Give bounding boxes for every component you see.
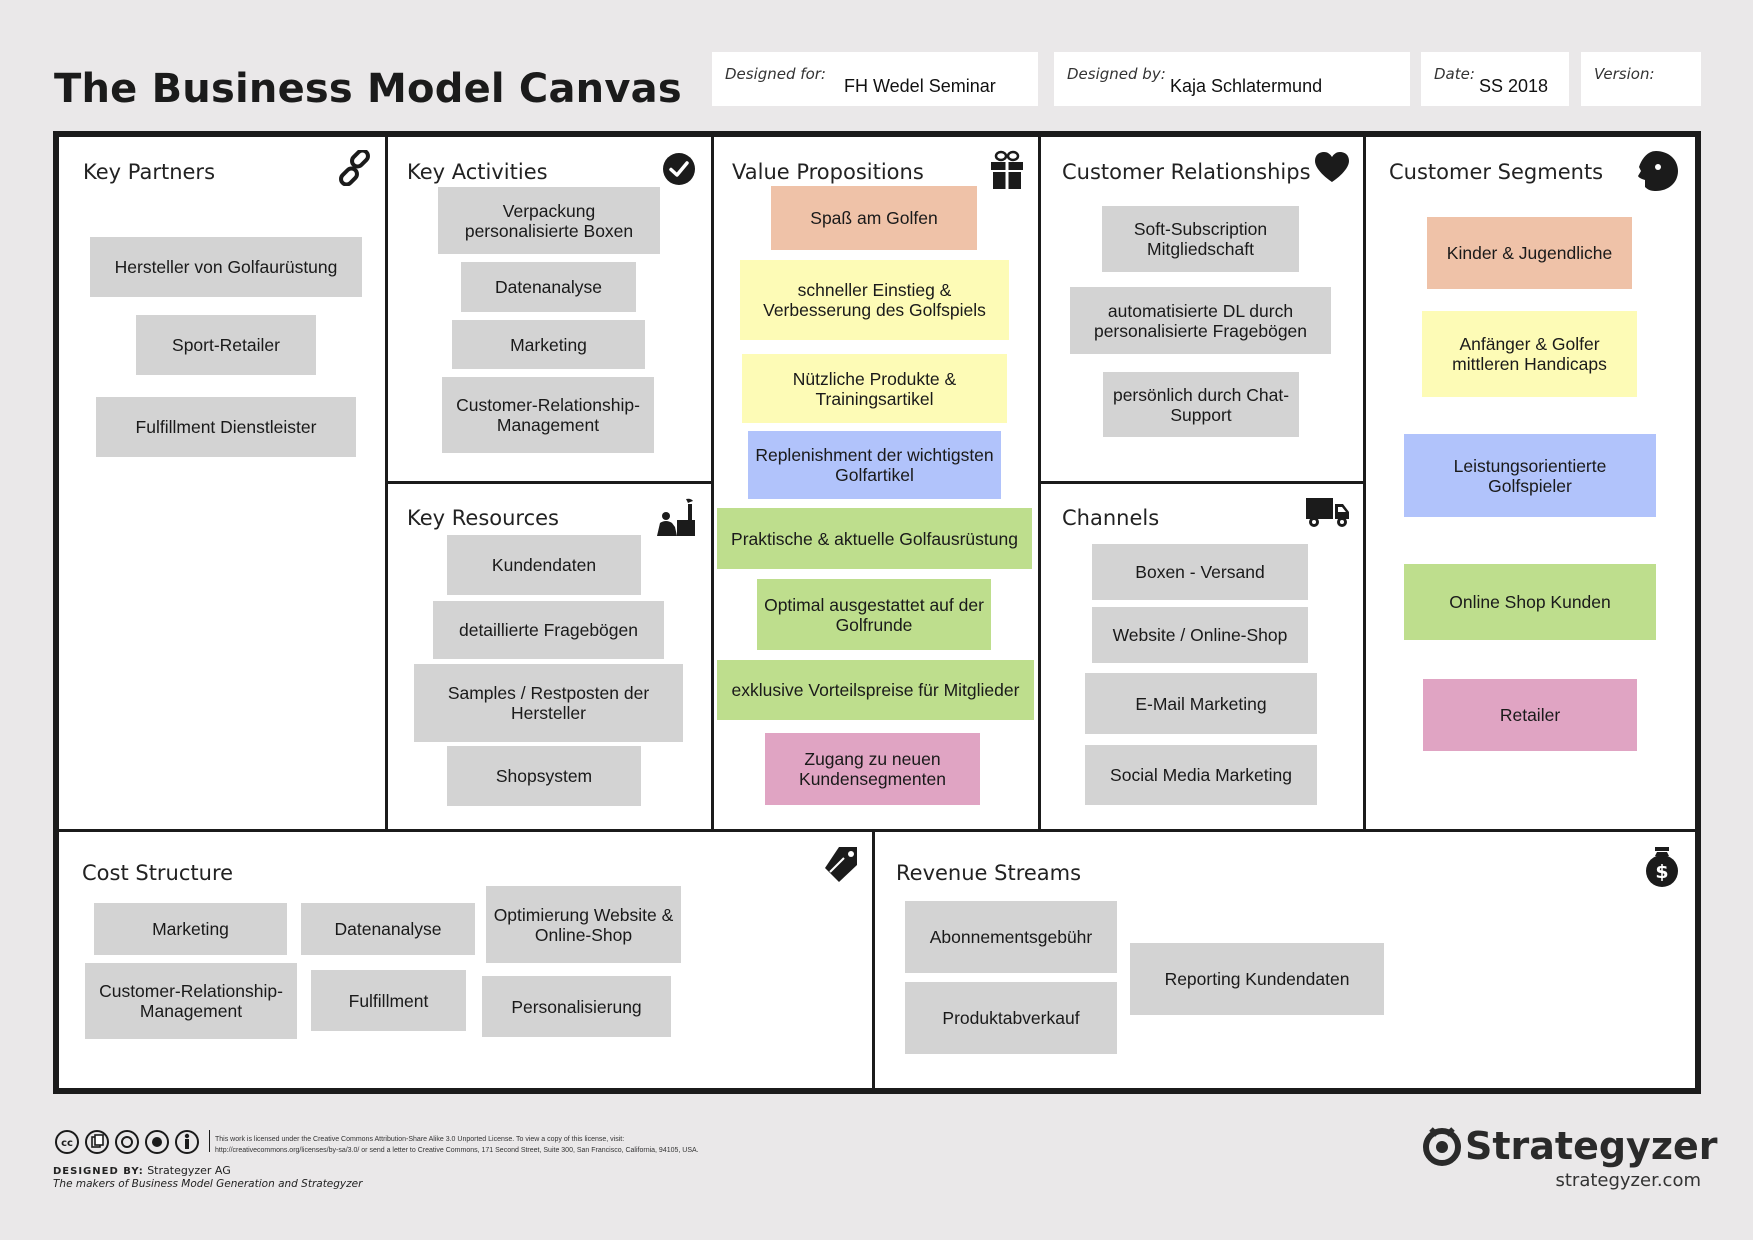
value-propositions-note-3: Nützliche Produkte & Trainingsartikel: [742, 354, 1007, 423]
key-activities-title: Key Activities: [407, 160, 548, 184]
key-resources-note-3: Samples / Restposten der Hersteller: [414, 664, 683, 742]
version-field[interactable]: Version:: [1581, 52, 1701, 106]
date-field[interactable]: Date: SS 2018: [1421, 52, 1569, 106]
strategyzer-logo[interactable]: Strategyzer: [1421, 1124, 1717, 1168]
key-activities-note-3: Marketing: [452, 320, 645, 369]
designed-by-field[interactable]: Designed by: Kaja Schlatermund: [1054, 52, 1410, 106]
key-activities-note-4: Customer-Relationship-Management: [442, 377, 654, 453]
price-tag-icon: [825, 847, 857, 882]
channels-note-4: Social Media Marketing: [1085, 745, 1317, 805]
key-resources-note-4: Shopsystem: [447, 746, 641, 806]
cost-structure-note-4: Customer-Relationship-Management: [85, 963, 297, 1039]
face-icon: [1638, 151, 1678, 191]
value-propositions-note-7: exklusive Vorteilspreise für Mitglieder: [717, 660, 1034, 720]
customer-segments-note-5: Retailer: [1423, 679, 1637, 751]
license-line-1: This work is licensed under the Creative…: [215, 1136, 625, 1143]
revenue-streams-note-1: Abonnementsgebühr: [905, 901, 1117, 973]
cost-structure-note-5: Fulfillment: [311, 970, 466, 1031]
key-resources-title: Key Resources: [407, 506, 559, 530]
customer-relationships-note-2: automatisierte DL durch personalisierte …: [1070, 287, 1331, 354]
value-propositions-note-6: Optimal ausgestattet auf der Golfrunde: [757, 579, 991, 650]
license-line-2: http://creativecommons.org/licenses/by-s…: [215, 1147, 699, 1154]
divider: [385, 481, 713, 484]
customer-relationships-note-3: persönlich durch Chat-Support: [1103, 372, 1299, 437]
key-partners-note-1: Hersteller von Golfaurüstung: [90, 237, 362, 297]
key-activities-note-2: Datenanalyse: [461, 262, 636, 312]
cost-structure-note-2: Datenanalyse: [301, 903, 475, 955]
customer-segments-note-3: Leistungsorientierte Golfspieler: [1404, 434, 1656, 517]
customer-relationships-note-1: Soft-Subscription Mitgliedschaft: [1102, 206, 1299, 272]
strategyzer-logo-text: Strategyzer: [1465, 1124, 1718, 1168]
date-value: SS 2018: [1479, 76, 1549, 96]
value-propositions-title: Value Propositions: [732, 160, 924, 184]
tagline: The makers of Business Model Generation …: [53, 1178, 363, 1190]
page-title: The Business Model Canvas: [54, 66, 682, 112]
key-partners-note-3: Fulfillment Dienstleister: [96, 397, 356, 457]
divider: [57, 829, 1697, 832]
key-partners-note-2: Sport-Retailer: [136, 315, 316, 375]
designed-by-label: Designed by:: [1067, 65, 1166, 83]
designed-by-credit-value: Strategyzer AG: [147, 1164, 231, 1177]
channels-note-2: Website / Online-Shop: [1092, 607, 1308, 663]
svg-text:$: $: [1655, 861, 1668, 883]
designed-by-credit: DESIGNED BY: Strategyzer AG: [53, 1164, 231, 1177]
revenue-streams-note-2: Produktabverkauf: [905, 982, 1117, 1054]
license-text: This work is licensed under the Creative…: [215, 1134, 815, 1156]
divider: [872, 830, 875, 1090]
customer-relationships-title: Customer Relationships: [1062, 160, 1311, 184]
gift-icon: [991, 150, 1023, 189]
customer-segments-note-2: Anfänger & Golfer mittleren Handicaps: [1422, 311, 1637, 397]
key-activities-note-1: Verpackung personalisierte Boxen: [438, 187, 660, 254]
customer-segments-note-4: Online Shop Kunden: [1404, 564, 1656, 640]
designed-for-value: FH Wedel Seminar: [844, 76, 996, 96]
cost-structure-title: Cost Structure: [82, 861, 234, 885]
factory-worker-icon: [657, 498, 695, 536]
value-propositions-note-1: Spaß am Golfen: [771, 186, 977, 250]
designed-for-field[interactable]: Designed for: FH Wedel Seminar: [712, 52, 1038, 106]
designed-for-label: Designed for:: [725, 65, 826, 83]
key-resources-note-1: Kundendaten: [447, 535, 641, 595]
value-propositions-note-2: schneller Einstieg & Verbesserung des Go…: [740, 260, 1009, 340]
revenue-streams-note-3: Reporting Kundendaten: [1130, 943, 1384, 1015]
value-propositions-note-8: Zugang zu neuen Kundensegmenten: [765, 733, 980, 805]
channels-note-1: Boxen - Versand: [1092, 544, 1308, 600]
key-partners-title: Key Partners: [83, 160, 216, 184]
heart-icon: [1315, 152, 1349, 182]
svg-text:cc: cc: [61, 1138, 73, 1149]
value-propositions-note-5: Praktische & aktuelle Golfausrüstung: [717, 508, 1032, 569]
brand-url[interactable]: strategyzer.com: [1555, 1170, 1701, 1191]
designed-by-value: Kaja Schlatermund: [1170, 76, 1323, 96]
creative-commons-icons: cc: [55, 1130, 199, 1154]
truck-icon: [1306, 498, 1349, 527]
checkmark-icon: [663, 153, 695, 185]
value-propositions-note-4: Replenishment der wichtigsten Golfartike…: [748, 431, 1001, 499]
revenue-streams-title: Revenue Streams: [896, 861, 1082, 885]
footer-separator: [209, 1130, 210, 1152]
cost-structure-note-3: Optimierung Website & Online-Shop: [486, 886, 681, 963]
channels-note-3: E-Mail Marketing: [1085, 673, 1317, 734]
customer-segments-title: Customer Segments: [1389, 160, 1604, 184]
strategyzer-logo-icon: [1423, 1127, 1461, 1166]
customer-segments-note-1: Kinder & Jugendliche: [1427, 217, 1632, 289]
key-resources-note-2: detaillierte Fragebögen: [433, 601, 664, 659]
link-icon: [339, 150, 370, 186]
date-label: Date:: [1434, 65, 1475, 83]
designed-by-credit-label: DESIGNED BY:: [53, 1166, 144, 1177]
channels-title: Channels: [1062, 506, 1160, 530]
cost-structure-note-1: Marketing: [94, 903, 287, 955]
version-label: Version:: [1594, 65, 1655, 83]
money-bag-icon: $: [1646, 847, 1678, 887]
cost-structure-note-6: Personalisierung: [482, 976, 671, 1037]
divider: [1038, 481, 1366, 484]
